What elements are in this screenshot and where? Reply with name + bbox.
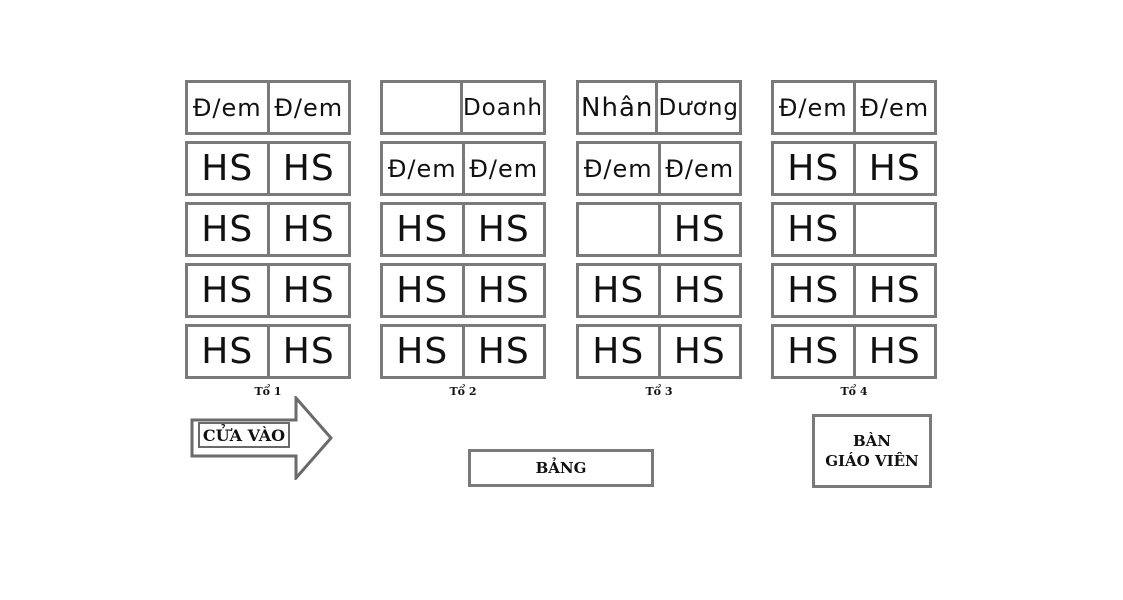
seat: Doanh: [459, 83, 543, 132]
desk: Đ/em Đ/em: [185, 80, 351, 135]
seat: HS: [461, 327, 544, 376]
group-label: Tổ 3: [645, 385, 673, 398]
seat: Đ/em: [266, 83, 349, 132]
teacher-desk: BÀN GIÁO VIÊN: [812, 414, 932, 488]
desk: HS HS: [380, 202, 546, 257]
desk: HS HS: [576, 324, 742, 379]
seat: [852, 205, 935, 254]
desk: Đ/em Đ/em: [576, 141, 742, 196]
desk: HS HS: [771, 141, 937, 196]
desk: HS HS: [771, 263, 937, 318]
group-label: Tổ 1: [254, 385, 282, 398]
seat: HS: [266, 327, 349, 376]
seat: HS: [852, 144, 935, 193]
seat: HS: [787, 209, 840, 250]
seat: HS: [201, 331, 254, 372]
seat: HS: [266, 144, 349, 193]
teacher-desk-line-2: GIÁO VIÊN: [825, 452, 919, 470]
seat: HS: [396, 209, 449, 250]
desk: HS HS: [380, 263, 546, 318]
seat: Đ/em: [387, 154, 457, 183]
seat: HS: [852, 327, 935, 376]
seat: HS: [657, 205, 740, 254]
group-label: Tổ 4: [840, 385, 868, 398]
seat: HS: [787, 331, 840, 372]
blackboard: BẢNG: [468, 449, 654, 487]
seat: HS: [266, 205, 349, 254]
seat: Đ/em: [461, 144, 544, 193]
seat: HS: [657, 327, 740, 376]
seat: HS: [396, 270, 449, 311]
desk: Doanh: [380, 80, 546, 135]
seat: HS: [201, 148, 254, 189]
seat: HS: [201, 270, 254, 311]
desk: HS HS: [380, 324, 546, 379]
seat: HS: [396, 331, 449, 372]
entrance-door: CỬA VÀO: [190, 396, 335, 480]
seat: HS: [461, 205, 544, 254]
seat: HS: [201, 209, 254, 250]
group-1: Đ/em Đ/em HS HS HS HS HS HS HS HS Tổ 1: [185, 80, 351, 398]
group-3: Nhân Dương Đ/em Đ/em HS HS HS HS HS Tổ 3: [576, 80, 742, 398]
group-4: Đ/em Đ/em HS HS HS HS HS HS HS Tổ 4: [771, 80, 937, 398]
seat: HS: [592, 270, 645, 311]
group-2: Doanh Đ/em Đ/em HS HS HS HS HS HS Tổ 2: [380, 80, 546, 398]
seat: HS: [787, 148, 840, 189]
desk: HS HS: [185, 263, 351, 318]
desk: Đ/em Đ/em: [771, 80, 937, 135]
desk: HS: [576, 202, 742, 257]
seat: HS: [657, 266, 740, 315]
seat: Dương: [655, 83, 739, 132]
seat: HS: [787, 270, 840, 311]
seat: Đ/em: [852, 83, 935, 132]
desk: HS HS: [185, 202, 351, 257]
seat: [579, 205, 658, 254]
seat: HS: [461, 266, 544, 315]
desk: Nhân Dương: [576, 80, 742, 135]
seat: Nhân: [581, 92, 654, 123]
teacher-desk-line-1: BÀN: [852, 432, 892, 450]
seat: Đ/em: [192, 93, 262, 122]
seat: Đ/em: [583, 154, 653, 183]
seat: Đ/em: [657, 144, 740, 193]
door-label: CỬA VÀO: [198, 422, 290, 448]
seat: [383, 83, 460, 132]
desk: HS HS: [185, 141, 351, 196]
seat: HS: [266, 266, 349, 315]
seat: Đ/em: [778, 93, 848, 122]
desk: HS HS: [185, 324, 351, 379]
desk: HS HS: [771, 324, 937, 379]
desk: HS: [771, 202, 937, 257]
seat: HS: [592, 331, 645, 372]
group-label: Tổ 2: [449, 385, 477, 398]
door-arrow-icon: [190, 396, 333, 480]
seat: HS: [852, 266, 935, 315]
desk: HS HS: [576, 263, 742, 318]
desk: Đ/em Đ/em: [380, 141, 546, 196]
